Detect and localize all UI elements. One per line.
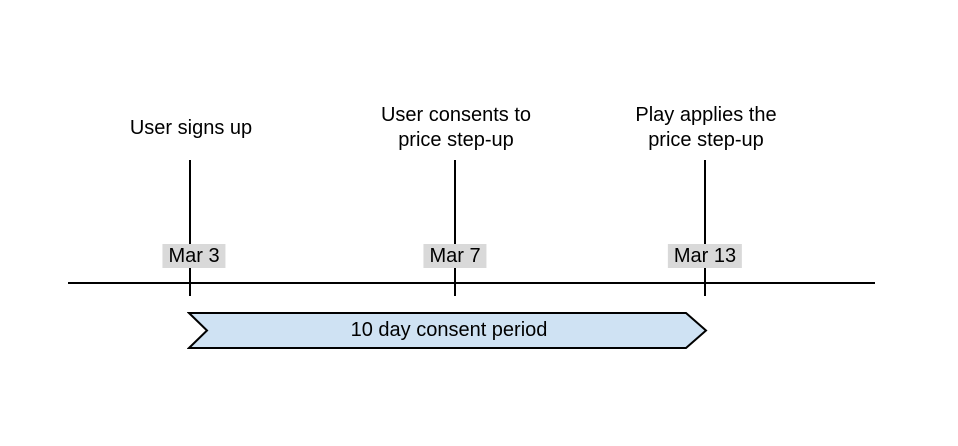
- chevron-banner-shape: [187, 312, 708, 349]
- event-tick-line-mar-13: [704, 160, 706, 296]
- timeline-axis: [68, 282, 875, 284]
- event-title-user-signs-up: User signs up: [129, 117, 253, 139]
- event-date-badge-mar-13: Mar 13: [667, 244, 743, 268]
- event-date-badge-mar-7: Mar 7: [423, 244, 487, 268]
- consent-period-arrow: [187, 312, 708, 349]
- event-title-play-applies: Play applies the price step-up: [635, 104, 777, 151]
- event-tick-line-mar-7: [454, 160, 456, 296]
- consent-period-label: 10 day consent period: [350, 319, 548, 341]
- event-tick-line-mar-3: [189, 160, 191, 296]
- event-date-badge-mar-3: Mar 3: [162, 244, 226, 268]
- event-title-user-consents: User consents to price step-up: [380, 104, 532, 151]
